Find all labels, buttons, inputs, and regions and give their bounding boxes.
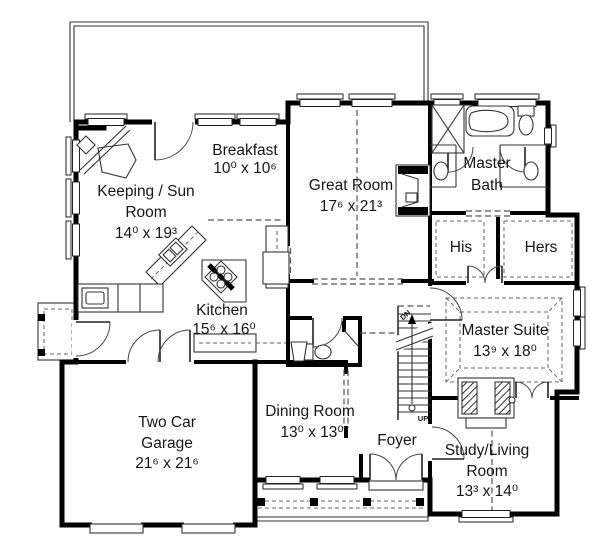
sink-left xyxy=(433,161,449,181)
stairs-up-label: UP xyxy=(418,414,428,423)
chair xyxy=(97,143,137,179)
garage-dims: 21⁶ x 21⁶ xyxy=(135,455,199,472)
breakfast-dims: 10⁰ x 10⁶ xyxy=(213,160,276,177)
kitchen-label: Kitchen xyxy=(196,302,248,319)
front-porch xyxy=(253,480,429,522)
closet-double-door xyxy=(467,265,503,284)
keeping-room-dims: 14⁰ x 19³ xyxy=(115,225,177,242)
room-labels: Breakfast 10⁰ x 10⁶ Keeping / Sun Room 1… xyxy=(97,142,557,500)
master-suite-dims: 13⁹ x 18⁰ xyxy=(473,343,537,360)
garage-label-1: Two Car xyxy=(138,414,196,431)
hers-closet-label: Hers xyxy=(525,239,558,256)
master-bath-label-1: Master xyxy=(463,155,510,172)
study-fireplace xyxy=(457,377,516,429)
great-room-dims: 17⁶ x 21³ xyxy=(320,198,382,215)
sink-right xyxy=(523,161,539,181)
exterior-walls xyxy=(59,100,580,528)
garage-entry-door xyxy=(157,329,191,363)
vanity-left xyxy=(430,144,457,188)
refrigerator xyxy=(262,251,290,285)
garage-door-left xyxy=(89,523,144,534)
dining-room-dims: 13⁰ x 13⁰ xyxy=(280,424,343,441)
laundry-sink xyxy=(81,287,109,309)
master-bath-label-2: Bath xyxy=(471,177,503,194)
keeping-room-label-1: Keeping / Sun xyxy=(97,183,194,200)
toilet-bowl xyxy=(518,114,534,136)
master-suite-door xyxy=(429,287,463,321)
windows xyxy=(65,93,586,534)
hearth xyxy=(465,417,507,429)
laundry-door xyxy=(127,329,161,363)
hers-closet-shelves xyxy=(503,220,573,278)
study-door xyxy=(431,426,465,460)
powder-door xyxy=(312,317,343,348)
dining-room-label: Dining Room xyxy=(265,403,355,420)
study-label-2: Room xyxy=(466,463,507,480)
closet-door xyxy=(343,329,359,347)
his-closet-shelves xyxy=(435,220,485,278)
garage-door-right xyxy=(181,523,236,534)
stoop-door xyxy=(75,321,111,357)
fireplace-diamond xyxy=(76,135,96,155)
study-label-1: Study/Living xyxy=(445,442,529,459)
study-dims: 13³ x 14⁰ xyxy=(456,483,518,500)
doors xyxy=(75,121,549,481)
great-room-builtin xyxy=(395,164,431,217)
corner-fireplace xyxy=(75,125,137,179)
staircase xyxy=(395,306,434,420)
foyer-label: Foyer xyxy=(377,432,417,449)
great-room-label: Great Room xyxy=(309,177,393,194)
front-door-threshold xyxy=(368,480,424,491)
ceiling-and-openings xyxy=(208,110,573,510)
deck-outline xyxy=(69,21,429,122)
pedestal-sink xyxy=(290,341,308,362)
kitchen-fixtures xyxy=(145,225,290,353)
garage-label-2: Garage xyxy=(141,435,193,452)
breakfast-door xyxy=(154,121,194,161)
front-double-door xyxy=(369,453,423,481)
master-suite-label: Master Suite xyxy=(461,322,548,339)
his-closet-label: His xyxy=(450,239,473,256)
keeping-room-label-2: Room xyxy=(125,204,166,221)
master-bath-fixtures xyxy=(430,104,548,188)
kitchen-sink xyxy=(158,237,188,267)
toilet-bowl xyxy=(314,344,332,360)
kitchen-dims: 15⁶ x 16⁰ xyxy=(192,321,255,338)
laundry-fixtures xyxy=(77,283,164,313)
powder-room-fixtures xyxy=(290,329,359,362)
master-suite-double-door xyxy=(515,381,549,399)
tray-ceiling xyxy=(445,297,563,383)
vanity-right xyxy=(499,144,548,188)
breakfast-label: Breakfast xyxy=(212,142,278,159)
